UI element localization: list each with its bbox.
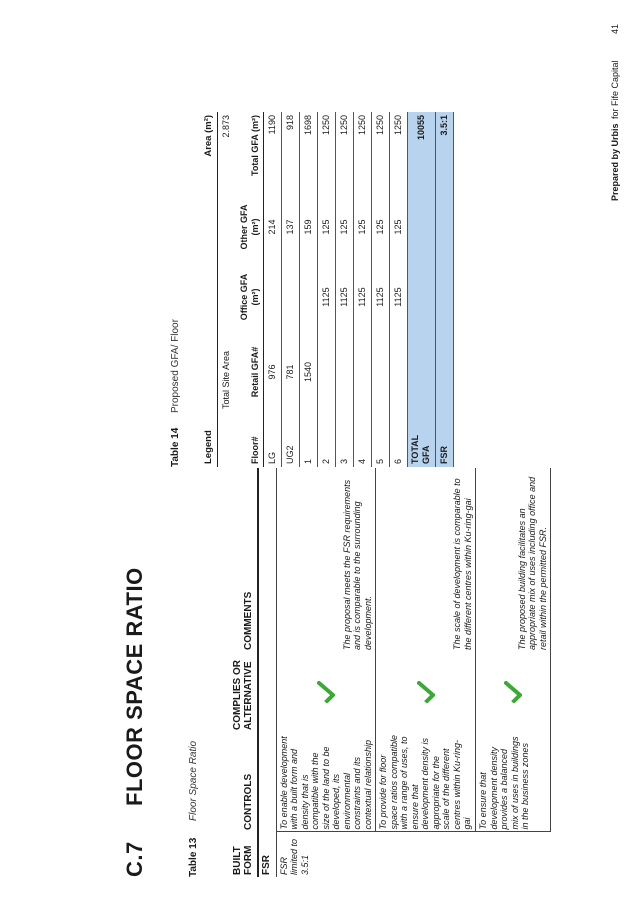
control-text: To provide for floor space ratios compat… xyxy=(375,732,476,832)
page-number: 41 xyxy=(610,24,620,35)
area-label: Area (m²) xyxy=(200,111,218,192)
footer: Prepared by Urbis for Fife Capital 41 xyxy=(605,24,623,201)
table14-title: Proposed GFA/ Floor xyxy=(170,319,181,413)
comment-text: The proposed building facilitates an app… xyxy=(475,468,551,652)
check-icon xyxy=(276,652,376,732)
fsr-value: 3.5:1 xyxy=(435,111,453,192)
table13-label: Table 13 xyxy=(188,837,199,877)
site-area-label: Total Site Area xyxy=(221,350,231,409)
col-floor: Floor# xyxy=(235,412,263,467)
total-gfa-value: 10055 xyxy=(407,111,435,192)
table14-label: Table 14 xyxy=(170,427,181,467)
control-text: To ensure that development density provi… xyxy=(475,732,551,832)
section-number: C.7 xyxy=(122,841,147,877)
col-other-gfa: Other GFA (m²) xyxy=(235,191,263,262)
legend-label: Legend xyxy=(200,191,218,467)
section-title: FLOOR SPACE RATIO xyxy=(122,567,147,806)
col-total-gfa: Total GFA (m²) xyxy=(235,111,263,192)
table13-title: Floor Space Ratio xyxy=(188,740,199,821)
footer-for: for Fife Capital xyxy=(610,60,620,120)
col-controls: CONTROLS xyxy=(232,732,258,832)
site-area-value: 2.873 xyxy=(221,114,231,138)
control-text: To enable development with a built form … xyxy=(276,732,376,832)
fsr-label: FSR xyxy=(435,412,453,467)
comment-text: The proposal meets the FSR requirements … xyxy=(341,479,373,650)
col-retail-gfa: Retail GFA# xyxy=(235,332,263,412)
col-comments: COMMENTS xyxy=(232,468,258,652)
proposed-gfa-table: Legend Area (m²) Total Site Area 2.873 F… xyxy=(200,111,454,467)
col-office-gfa: Office GFA (m²) xyxy=(235,262,263,332)
footer-prepared: Prepared by Urbis xyxy=(610,123,620,201)
comment-text: The scale of development is comparable t… xyxy=(375,468,476,652)
check-icon xyxy=(375,652,476,732)
check-icon xyxy=(475,652,551,732)
fsr-group-label: FSR xyxy=(258,468,276,877)
fsr-limit: FSR limited to 3.5:1 xyxy=(278,838,310,875)
fsr-row: FSR 3.5:1 xyxy=(435,111,453,467)
